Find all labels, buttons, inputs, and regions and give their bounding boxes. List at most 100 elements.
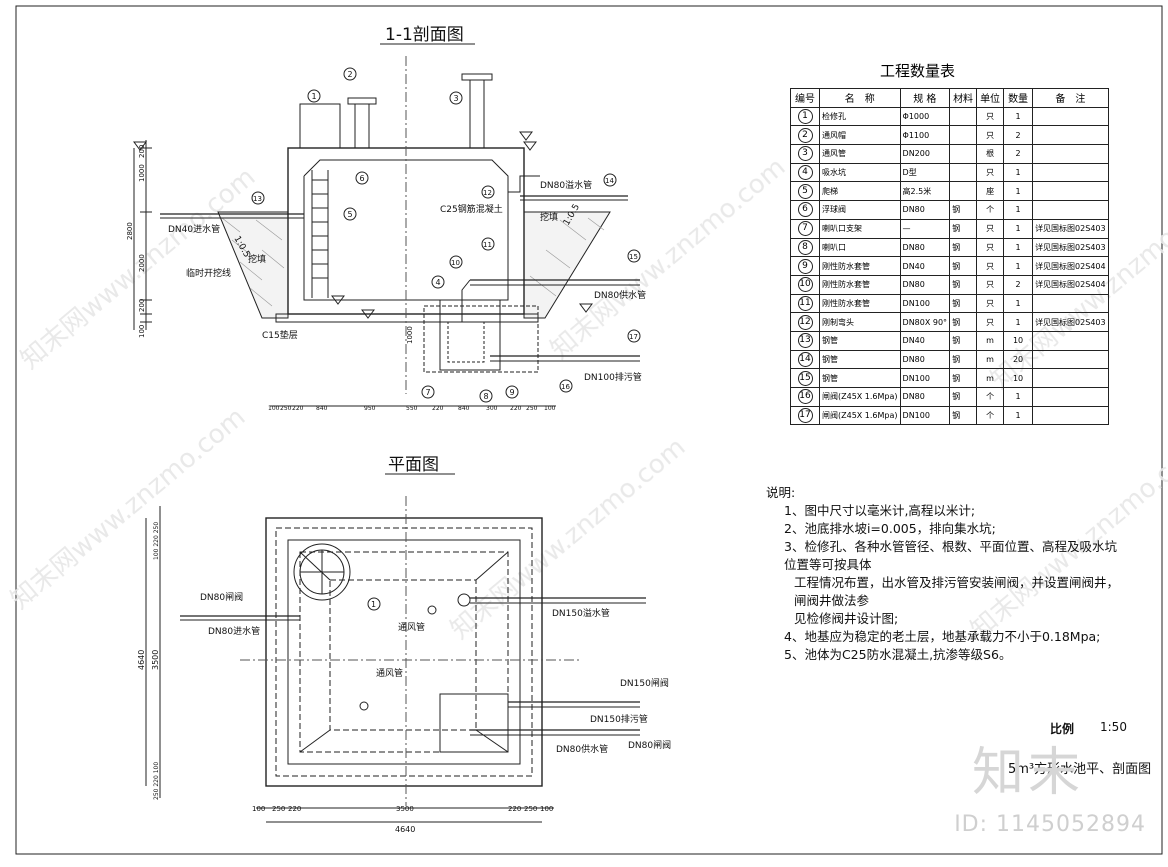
- table-cell: 只: [976, 162, 1005, 183]
- table-cell: DN80X 90°: [899, 312, 951, 332]
- label-dn80-supply: DN80供水管: [594, 289, 646, 301]
- label-concrete: C25钢筋混凝土: [440, 203, 503, 215]
- section-callout-12: 12: [483, 189, 492, 197]
- dim-2000: 2000: [138, 254, 146, 272]
- label-dn40-in: DN40进水管: [168, 223, 220, 235]
- section-callout-circle: [481, 237, 495, 251]
- table-cell: DN80: [899, 274, 951, 295]
- plan-bottom-dim: 250: [272, 805, 285, 813]
- table-cell: [949, 162, 978, 183]
- plan-callout-1: 1: [371, 600, 376, 609]
- table-cell: [949, 106, 978, 127]
- note-3-cont: 工程情况布置，出水管及排污管安装闸阀，并设置闸阀井，闸阀井做法参: [794, 575, 1120, 608]
- table-header-cell: 规 格: [899, 88, 951, 108]
- table-cell: 1: [1003, 312, 1034, 332]
- table-cell: [1032, 162, 1109, 183]
- table-cell: [1032, 293, 1109, 314]
- section-callout-circle: [559, 379, 573, 393]
- section-callout-4: 4: [436, 278, 441, 287]
- plan-bottom-dim: 100: [252, 805, 265, 813]
- section-callout-circle: [627, 329, 641, 343]
- pipe-dn80-overflow-up: [508, 175, 540, 193]
- row-number-circle: 5: [797, 183, 813, 199]
- drawing-name: 5m³方形水池平、剖面图: [1008, 762, 1152, 777]
- section-bottom-dim: 220: [292, 405, 304, 412]
- table-cell: Φ1000: [899, 106, 951, 127]
- section-title: 1-1剖面图: [385, 25, 464, 45]
- vent-1-pipe: [354, 103, 370, 149]
- section-bottom-dim: 100: [268, 405, 280, 412]
- dim-2800: 2800: [126, 222, 134, 240]
- table-cell: 20: [1003, 349, 1034, 370]
- elev-mark-4: [331, 295, 345, 305]
- table-cell: 钢: [949, 237, 978, 258]
- table-cell: 刚制弯头: [819, 312, 901, 332]
- table-cell: 钢: [949, 293, 978, 314]
- logo-watermark: 知末: [972, 743, 1085, 803]
- table-cell: DN100: [899, 368, 951, 388]
- sump-inner: [447, 321, 485, 363]
- section-callout-circle: [307, 89, 321, 103]
- table-cell-no: 6: [790, 200, 820, 220]
- plan-dim-3500: 3500: [151, 650, 160, 670]
- row-number-circle: 1: [797, 109, 813, 125]
- row-number-circle: 14: [797, 351, 813, 367]
- section-bottom-dim: 220: [510, 405, 522, 412]
- section-callout-15: 15: [629, 253, 638, 261]
- table-cell: 1: [1003, 256, 1034, 276]
- note-4: 4、地基应为稳定的老土层，地基承载力不小于0.18Mpa;: [784, 629, 1101, 644]
- plan-callout-circle: [367, 597, 381, 611]
- section-callout-circle: [421, 385, 435, 399]
- section-bottom-dim: 840: [316, 405, 328, 412]
- dim-200b: 200: [138, 145, 146, 158]
- table-cell: DN40: [899, 256, 951, 276]
- table-cell: [1032, 405, 1109, 426]
- section-bottom-dim: 220: [432, 405, 444, 412]
- table-cell: 钢: [949, 256, 978, 276]
- table-cell: 刚性防水套管: [819, 274, 901, 295]
- table-cell: m: [976, 330, 1005, 351]
- table-cell-no: 16: [790, 387, 820, 407]
- table-cell: [949, 125, 978, 146]
- table-cell: 刚性防水套管: [819, 293, 901, 314]
- section-callout-17: 17: [629, 333, 638, 341]
- table-cell: 只: [976, 312, 1005, 332]
- row-number-circle: 6: [797, 202, 813, 218]
- section-callout-circle: [343, 67, 357, 81]
- section-callout-circle: [505, 385, 519, 399]
- table-cell: 座: [976, 181, 1005, 202]
- table-cell: 1: [1003, 293, 1034, 314]
- row-number-circle: 3: [797, 146, 813, 162]
- table-cell: [1032, 330, 1109, 351]
- table-cell: DN40: [899, 330, 951, 351]
- section-callout-circle: [627, 249, 641, 263]
- section-callout-circle: [479, 389, 493, 403]
- elev-mark-5: [361, 309, 375, 319]
- plan-haunch-4: [475, 729, 509, 753]
- table-cell-no: 17: [790, 405, 820, 426]
- table-cell: m: [976, 349, 1005, 370]
- table-cell: 1: [1003, 200, 1034, 220]
- table-cell: 浮球阀: [819, 200, 901, 220]
- table-cell: DN100: [899, 405, 951, 426]
- table-cell: 钢: [949, 368, 978, 388]
- label-plan-dn80-in: DN80进水管: [208, 625, 260, 637]
- table-cell: 1: [1003, 387, 1034, 407]
- table-cell: 1: [1003, 106, 1034, 127]
- section-bottom-dim: 840: [458, 405, 470, 412]
- table-cell: [1032, 368, 1109, 388]
- elev-mark-2: [523, 141, 537, 151]
- note-1: 1、图中尺寸以毫米计,高程以米计;: [784, 503, 976, 518]
